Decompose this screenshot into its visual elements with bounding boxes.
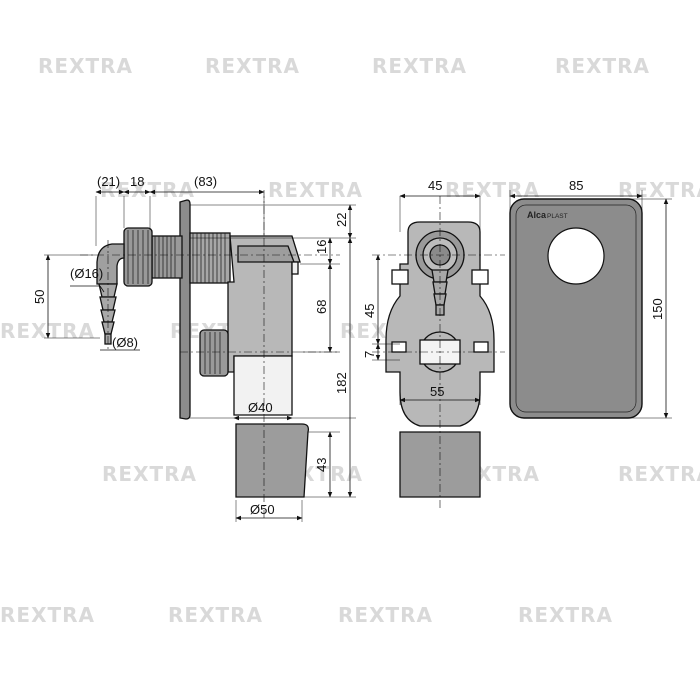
dim-150: 150 bbox=[650, 298, 665, 320]
dia-40-label: Ø40 bbox=[248, 400, 273, 415]
dim-16: 16 bbox=[314, 240, 329, 254]
watermark: REXTRA bbox=[268, 178, 363, 202]
side-nut bbox=[199, 329, 229, 377]
side-cover-plate bbox=[179, 199, 191, 420]
dim-50-height: 50 bbox=[32, 290, 47, 304]
dim-22: 22 bbox=[334, 213, 349, 227]
dim-43: 43 bbox=[314, 458, 329, 472]
dim-55: 55 bbox=[430, 384, 444, 399]
dim-182: 182 bbox=[334, 372, 349, 394]
side-view: (21) 18 (83) (Ø16) (Ø8) Ø40 Ø50 50 22 16… bbox=[32, 174, 356, 522]
front-view: 45 45 7 55 bbox=[362, 178, 505, 510]
watermark: REXTRA bbox=[338, 603, 433, 627]
logo-brand: Alca bbox=[527, 210, 547, 220]
watermark: REXTRA bbox=[205, 54, 300, 78]
watermark: REXTRA bbox=[618, 462, 700, 486]
dim-21: (21) bbox=[97, 174, 120, 189]
front-tab-left bbox=[391, 269, 409, 285]
front-tab-right bbox=[471, 269, 489, 285]
watermark: REXTRA bbox=[555, 54, 650, 78]
alcaplast-logo: Alca PLAST bbox=[527, 210, 568, 220]
cover-plate bbox=[509, 198, 643, 419]
watermark: REXTRA bbox=[168, 603, 263, 627]
watermark: REXTRA bbox=[518, 603, 613, 627]
watermark: REXTRA bbox=[0, 319, 95, 343]
dia-8-label: (Ø8) bbox=[112, 335, 138, 350]
dim-45-side: 45 bbox=[362, 304, 377, 318]
dim-83: (83) bbox=[194, 174, 217, 189]
dia-16-label: (Ø16) bbox=[70, 266, 103, 281]
outlet-pipe-40 bbox=[233, 355, 293, 416]
outlet-sleeve-50 bbox=[235, 423, 310, 498]
dim-7: 7 bbox=[362, 351, 377, 358]
cover-plate-opening bbox=[547, 227, 605, 285]
threaded-nozzle bbox=[123, 227, 231, 287]
dim-68: 68 bbox=[314, 300, 329, 314]
cover-plate-view: Alca PLAST 85 150 bbox=[509, 178, 672, 419]
watermark: REXTRA bbox=[102, 462, 197, 486]
logo-suffix: PLAST bbox=[547, 213, 568, 220]
dia-50-label: Ø50 bbox=[250, 502, 275, 517]
watermark: REXTRA bbox=[372, 54, 467, 78]
dim-18: 18 bbox=[130, 174, 144, 189]
watermark: REXTRA bbox=[0, 603, 95, 627]
dim-85: 85 bbox=[569, 178, 583, 193]
watermark: REXTRA bbox=[38, 54, 133, 78]
dim-45-top: 45 bbox=[428, 178, 442, 193]
watermark: REXTRA bbox=[618, 178, 700, 202]
